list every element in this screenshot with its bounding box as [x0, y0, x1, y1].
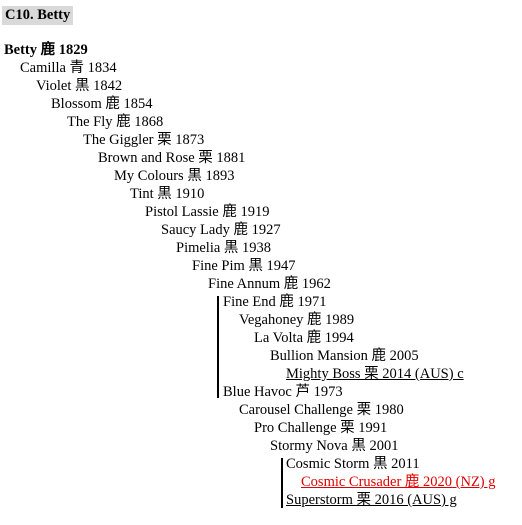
pedigree-entry: Violet 黒 1842 — [36, 78, 123, 94]
pedigree-entry: The Giggler 栗 1873 — [83, 132, 205, 148]
pedigree-entry: The Fly 鹿 1868 — [67, 114, 164, 130]
pedigree-entry: La Volta 鹿 1994 — [254, 330, 354, 346]
pedigree-entry: Fine End 鹿 1971 — [223, 294, 327, 310]
pedigree-entry: Pimelia 黒 1938 — [176, 240, 272, 256]
pedigree-entry-link[interactable]: Mighty Boss 栗 2014 (AUS) c — [286, 366, 464, 382]
pedigree-entry-link[interactable]: Superstorm 栗 2016 (AUS) g — [286, 492, 457, 508]
pedigree-entry: Saucy Lady 鹿 1927 — [161, 222, 281, 238]
pedigree-entry: Brown and Rose 栗 1881 — [98, 150, 246, 166]
pedigree-entry: Blossom 鹿 1854 — [51, 96, 153, 112]
pedigree-entry: Cosmic Storm 黒 2011 — [286, 456, 420, 472]
pedigree-entry: Tint 黒 1910 — [130, 186, 205, 202]
pedigree-entry: Bullion Mansion 鹿 2005 — [270, 348, 419, 364]
branch-line-fine-annum — [217, 296, 219, 398]
pedigree-entry: Fine Pim 黒 1947 — [192, 258, 296, 274]
pedigree-entry: Stormy Nova 黒 2001 — [270, 438, 399, 454]
pedigree-entry-link-highlight[interactable]: Cosmic Crusader 鹿 2020 (NZ) g — [301, 474, 496, 490]
pedigree-entry: Camilla 青 1834 — [20, 60, 117, 76]
page-title: C10. Betty — [2, 6, 74, 25]
pedigree-entry: Carousel Challenge 栗 1980 — [239, 402, 404, 418]
pedigree-entry: Pistol Lassie 鹿 1919 — [145, 204, 270, 220]
pedigree-entry: Vegahoney 鹿 1989 — [239, 312, 355, 328]
branch-line-stormy-nova — [281, 458, 283, 508]
pedigree-entry: Fine Annum 鹿 1962 — [208, 276, 331, 292]
pedigree-entry: Pro Challenge 栗 1991 — [254, 420, 388, 436]
pedigree-entry: Blue Havoc 芦 1973 — [223, 384, 343, 400]
pedigree-entry: Betty 鹿 1829 — [4, 42, 88, 58]
pedigree-entry: My Colours 黒 1893 — [114, 168, 235, 184]
